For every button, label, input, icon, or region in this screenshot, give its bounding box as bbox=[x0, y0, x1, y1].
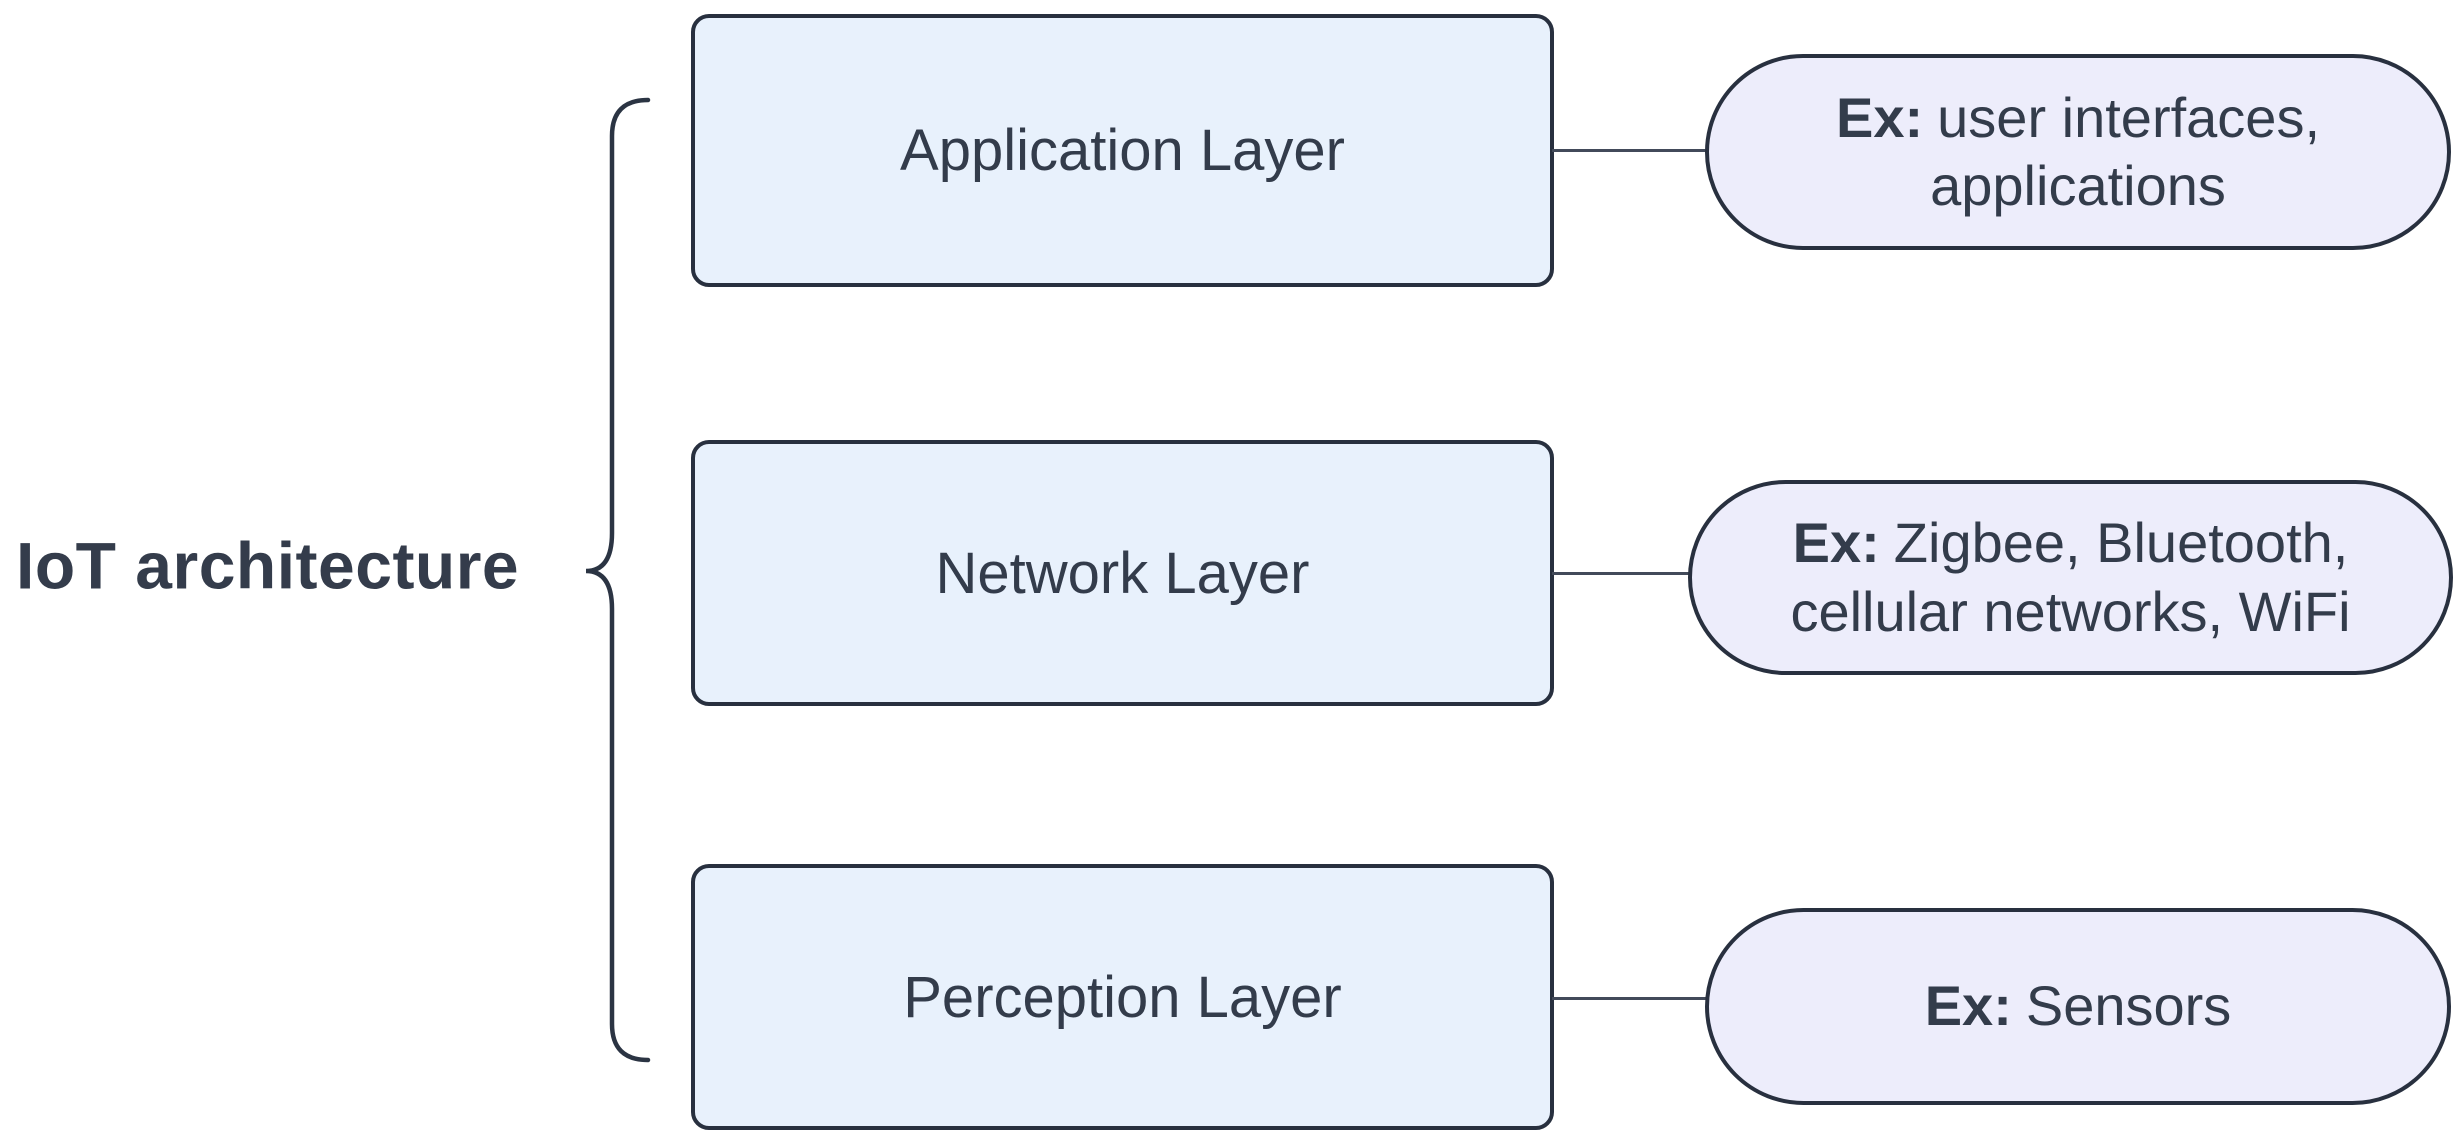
example-body-text: user interfaces, applications bbox=[1930, 85, 2320, 217]
layer-label: Application Layer bbox=[900, 118, 1345, 183]
example-text: Ex:user interfaces, applications bbox=[1755, 84, 2401, 221]
curly-brace bbox=[585, 97, 651, 1063]
example-pill-application: Ex:user interfaces, applications bbox=[1705, 54, 2451, 250]
connector-line bbox=[1552, 997, 1707, 1000]
example-text: Ex:Sensors bbox=[1925, 972, 2232, 1040]
example-prefix-label: Ex: bbox=[1836, 85, 1924, 149]
example-body-text: Zigbee, Bluetooth, cellular networks, Wi… bbox=[1790, 511, 2351, 643]
connector-line bbox=[1552, 572, 1707, 575]
layer-box-network: Network Layer bbox=[691, 440, 1554, 706]
layer-box-perception: Perception Layer bbox=[691, 864, 1554, 1130]
layer-label: Perception Layer bbox=[903, 964, 1342, 1030]
diagram-title: IoT architecture bbox=[16, 528, 520, 603]
example-body-text: Sensors bbox=[2025, 974, 2232, 1038]
example-prefix-label: Ex: bbox=[1924, 974, 2012, 1038]
layer-label: Network Layer bbox=[935, 540, 1310, 606]
example-prefix-label: Ex: bbox=[1792, 511, 1880, 575]
example-pill-network: Ex:Zigbee, Bluetooth, cellular networks,… bbox=[1688, 480, 2453, 675]
example-text: Ex:Zigbee, Bluetooth, cellular networks,… bbox=[1738, 509, 2403, 646]
example-pill-perception: Ex:Sensors bbox=[1705, 908, 2451, 1105]
layer-box-application: Application Layer bbox=[691, 14, 1554, 287]
connector-line bbox=[1552, 149, 1707, 152]
